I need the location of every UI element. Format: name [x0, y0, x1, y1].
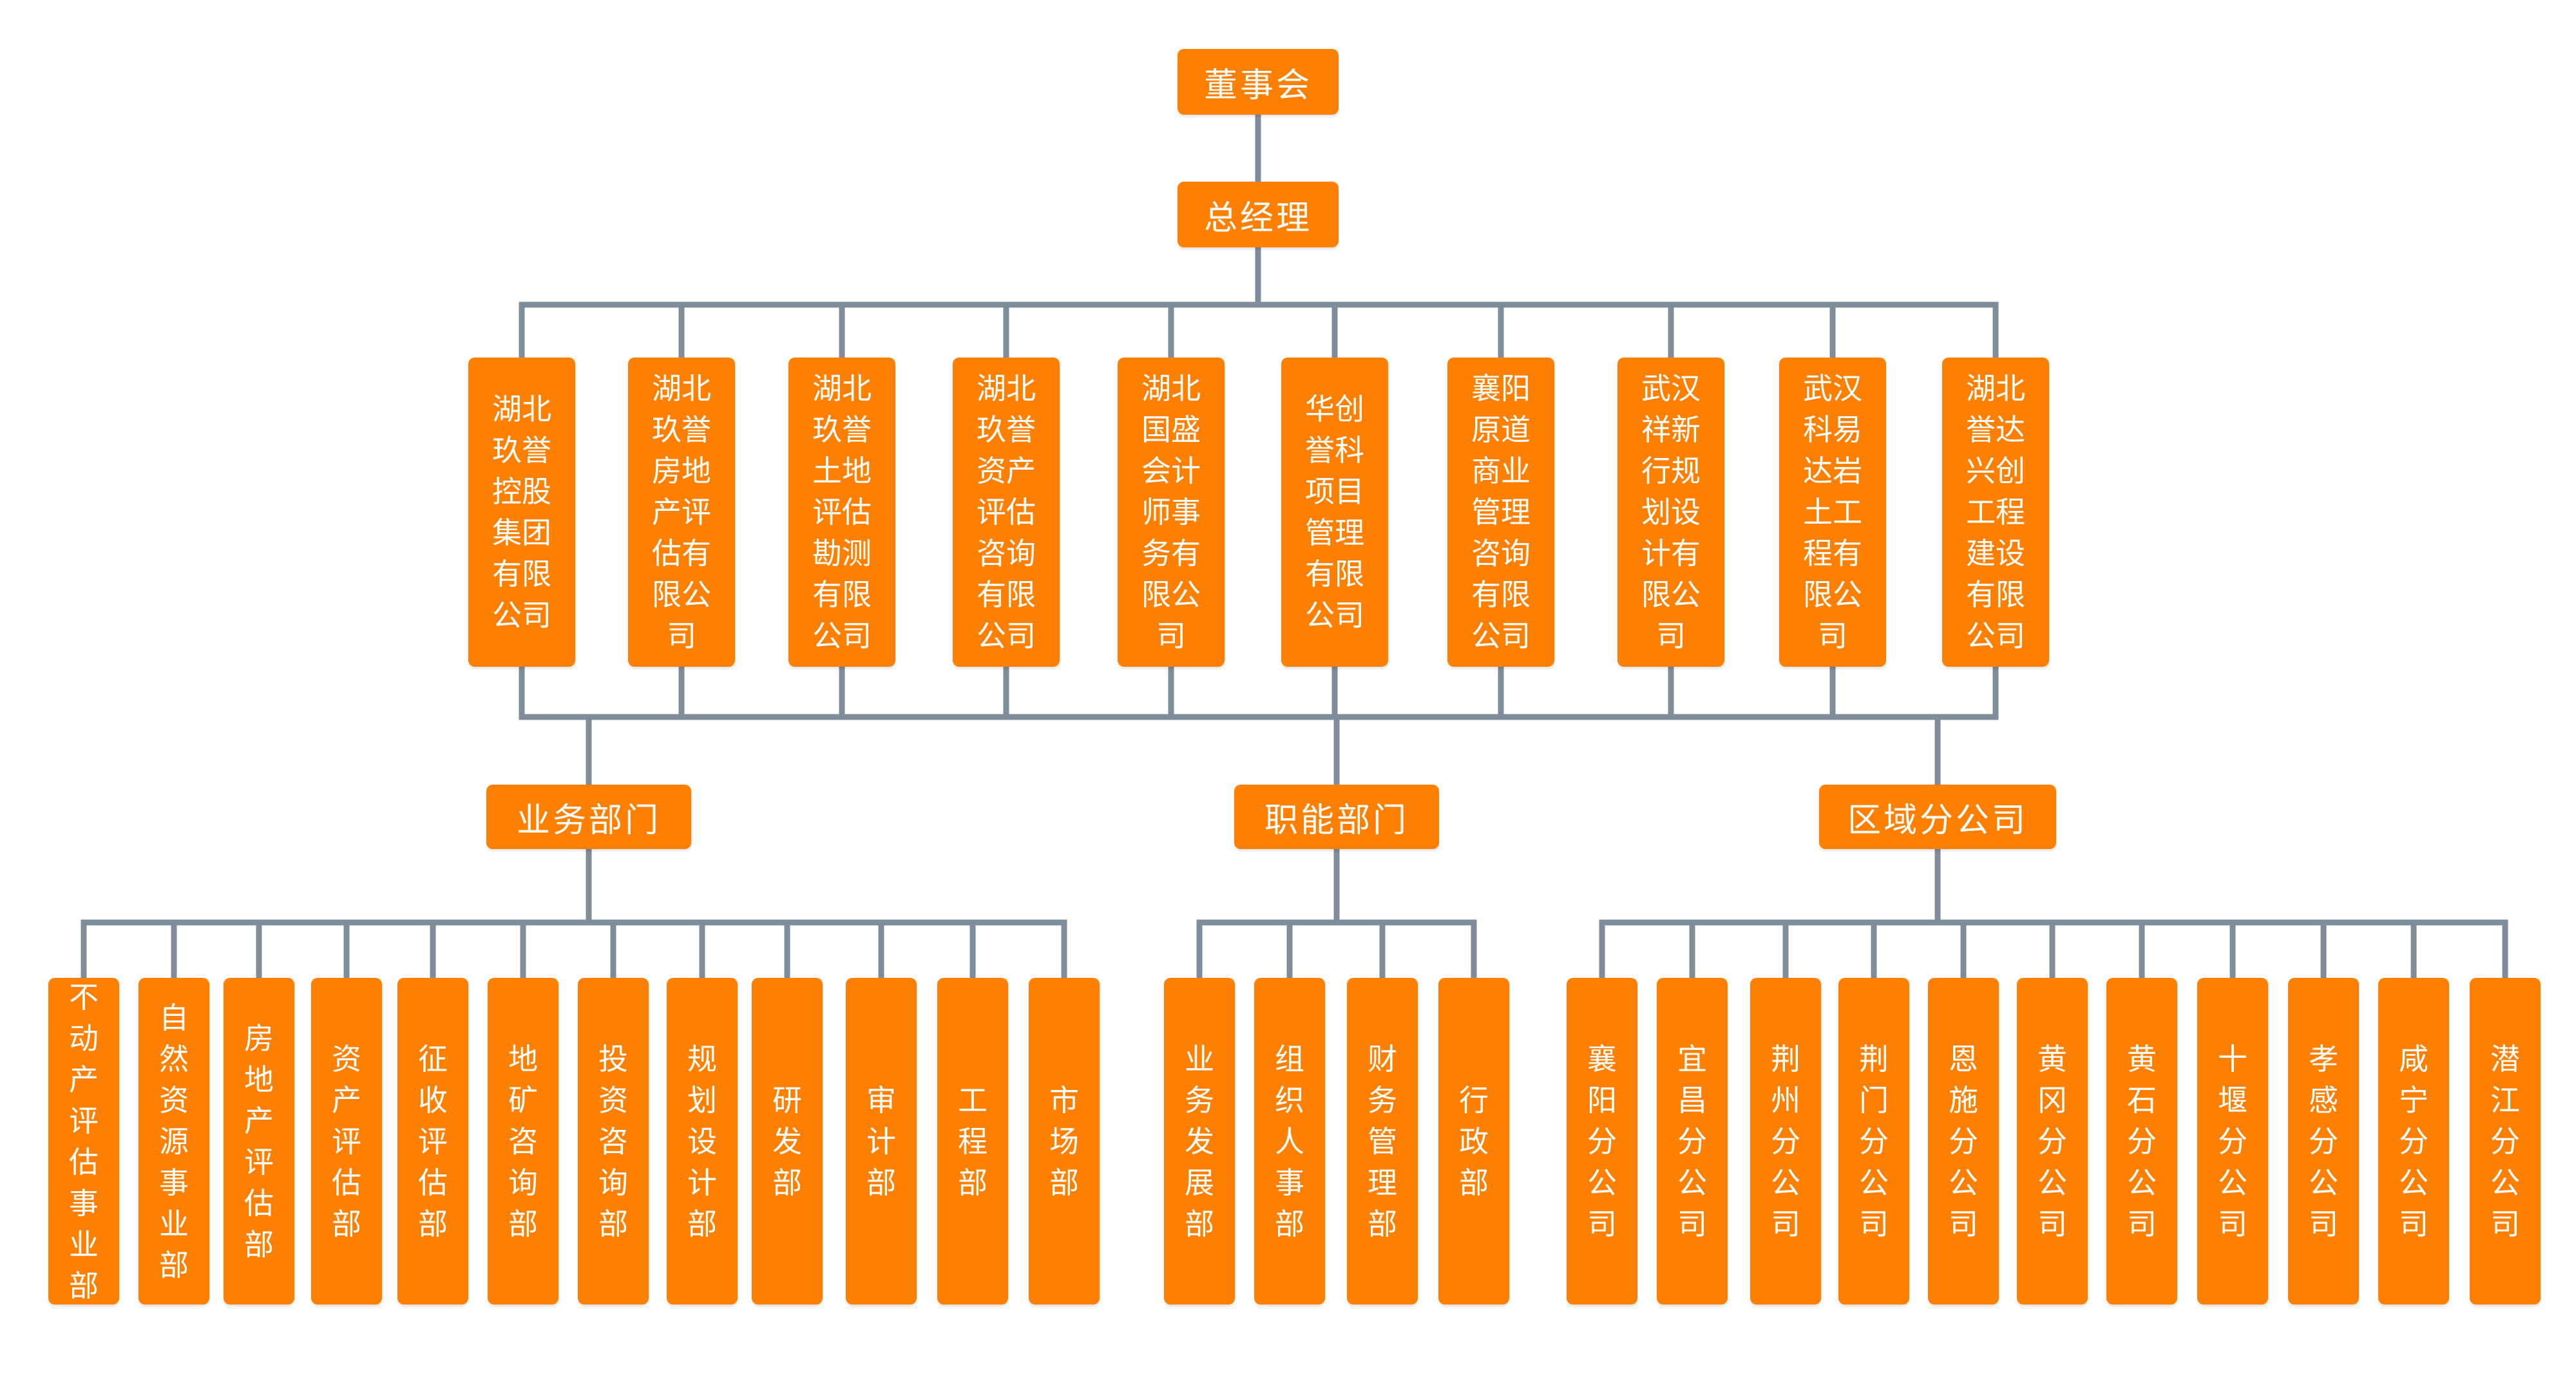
department-unit-box: 荆门分公司 — [1838, 978, 1909, 1304]
department-unit-box: 宜昌分公司 — [1657, 978, 1728, 1304]
department-unit-box: 行政部 — [1438, 978, 1509, 1304]
department-unit-box: 财务管理部 — [1347, 978, 1418, 1304]
department-unit-box-label: 襄阳分公司 — [1587, 1041, 1617, 1241]
department-unit-box: 潜江分公司 — [2470, 978, 2541, 1304]
department-unit-box: 咸宁分公司 — [2378, 978, 2449, 1304]
company-box-label: 华创誉科项目管理有限公司 — [1305, 392, 1364, 633]
group-box: 职能部门 — [1234, 785, 1439, 849]
group-box: 业务部门 — [486, 785, 691, 849]
department-unit-box-label: 孝感分公司 — [2309, 1041, 2338, 1241]
company-box: 武汉祥新行规划设计有限公司 — [1617, 358, 1724, 667]
department-unit-box: 市场部 — [1029, 978, 1100, 1304]
department-unit-box-label: 自然资源事业部 — [159, 1000, 189, 1283]
department-unit-box: 荆州分公司 — [1750, 978, 1821, 1304]
group-box-label: 区域分公司 — [1847, 801, 2028, 840]
department-unit-box-label: 咸宁分公司 — [2399, 1041, 2428, 1241]
company-box-label: 湖北玖誉控股集团有限公司 — [492, 392, 551, 633]
board-box: 董事会 — [1178, 49, 1339, 115]
general-manager-label: 总经理 — [1203, 198, 1312, 238]
department-unit-box: 十堰分公司 — [2197, 978, 2268, 1304]
company-box: 湖北国盛会计师事务有限公司 — [1118, 358, 1225, 667]
department-unit-box: 黄石分公司 — [2106, 978, 2177, 1304]
department-unit-box-label: 征收评估部 — [418, 1041, 448, 1241]
department-unit-box-label: 研发部 — [772, 1082, 802, 1200]
department-unit-box-label: 潜江分公司 — [2490, 1041, 2520, 1241]
department-unit-box-label: 业务发展部 — [1185, 1041, 1214, 1241]
company-box-label: 湖北玖誉房地产评估有限公司 — [652, 371, 711, 653]
company-box-label: 湖北玖誉资产评估咨询有限公司 — [977, 371, 1036, 653]
department-unit-box-label: 资产评估部 — [332, 1041, 361, 1241]
department-unit-box-label: 规划设计部 — [687, 1041, 717, 1241]
department-unit-box: 不动产评估事业部 — [48, 978, 119, 1304]
department-unit-box: 规划设计部 — [667, 978, 738, 1304]
company-box: 武汉科易达岩土工程有限公司 — [1779, 358, 1886, 667]
department-unit-box-label: 市场部 — [1049, 1082, 1079, 1200]
company-box: 湖北玖誉土地评估勘测有限公司 — [788, 358, 895, 667]
company-box-label: 武汉科易达岩土工程有限公司 — [1803, 371, 1862, 653]
department-unit-box: 房地产评估部 — [224, 978, 294, 1304]
company-box-label: 湖北国盛会计师事务有限公司 — [1141, 371, 1201, 653]
department-unit-box: 自然资源事业部 — [138, 978, 209, 1304]
department-unit-box-label: 地矿咨询部 — [508, 1041, 538, 1241]
department-unit-box: 黄冈分公司 — [2017, 978, 2088, 1304]
group-box-label: 业务部门 — [516, 801, 661, 840]
company-box: 襄阳原道商业管理咨询有限公司 — [1447, 358, 1554, 667]
board-label: 董事会 — [1203, 66, 1312, 105]
company-box: 湖北玖誉控股集团有限公司 — [468, 358, 575, 667]
company-box-label: 武汉祥新行规划设计有限公司 — [1641, 371, 1701, 653]
company-box-label: 湖北誉达兴创工程建设有限公司 — [1966, 371, 2025, 653]
department-unit-box: 研发部 — [752, 978, 823, 1304]
company-box-label: 襄阳原道商业管理咨询有限公司 — [1471, 371, 1531, 653]
department-unit-box: 地矿咨询部 — [488, 978, 558, 1304]
department-unit-box: 恩施分公司 — [1928, 978, 1999, 1304]
department-unit-box-label: 宜昌分公司 — [1677, 1041, 1707, 1241]
department-unit-box: 孝感分公司 — [2288, 978, 2359, 1304]
company-box-label: 湖北玖誉土地评估勘测有限公司 — [812, 371, 872, 653]
company-box: 湖北誉达兴创工程建设有限公司 — [1942, 358, 2049, 667]
department-unit-box-label: 房地产评估部 — [244, 1020, 274, 1262]
department-unit-box-label: 黄冈分公司 — [2037, 1041, 2067, 1241]
department-unit-box-label: 荆门分公司 — [1859, 1041, 1889, 1241]
department-unit-box: 工程部 — [937, 978, 1008, 1304]
department-unit-box-label: 组织人事部 — [1275, 1041, 1304, 1241]
general-manager-box: 总经理 — [1178, 182, 1339, 247]
company-box: 华创誉科项目管理有限公司 — [1281, 358, 1388, 667]
department-unit-box: 征收评估部 — [397, 978, 468, 1304]
department-unit-box: 业务发展部 — [1164, 978, 1235, 1304]
department-unit-box-label: 审计部 — [866, 1082, 896, 1200]
department-unit-box: 襄阳分公司 — [1567, 978, 1637, 1304]
department-unit-box-label: 黄石分公司 — [2127, 1041, 2157, 1241]
company-box: 湖北玖誉资产评估咨询有限公司 — [953, 358, 1060, 667]
department-unit-box: 投资咨询部 — [578, 978, 649, 1304]
group-box: 区域分公司 — [1819, 785, 2056, 849]
department-unit-box-label: 投资咨询部 — [598, 1041, 628, 1241]
department-unit-box: 资产评估部 — [311, 978, 382, 1304]
department-unit-box-label: 财务管理部 — [1368, 1041, 1397, 1241]
company-box: 湖北玖誉房地产评估有限公司 — [628, 358, 735, 667]
department-unit-box-label: 行政部 — [1459, 1082, 1489, 1200]
department-unit-box-label: 十堰分公司 — [2218, 1041, 2247, 1241]
department-unit-box-label: 恩施分公司 — [1949, 1041, 1978, 1241]
department-unit-box-label: 不动产评估事业部 — [69, 979, 99, 1303]
group-box-label: 职能部门 — [1264, 801, 1409, 840]
department-unit-box: 审计部 — [846, 978, 917, 1304]
department-unit-box: 组织人事部 — [1254, 978, 1325, 1304]
department-unit-box-label: 工程部 — [958, 1082, 987, 1200]
department-unit-box-label: 荆州分公司 — [1771, 1041, 1800, 1241]
